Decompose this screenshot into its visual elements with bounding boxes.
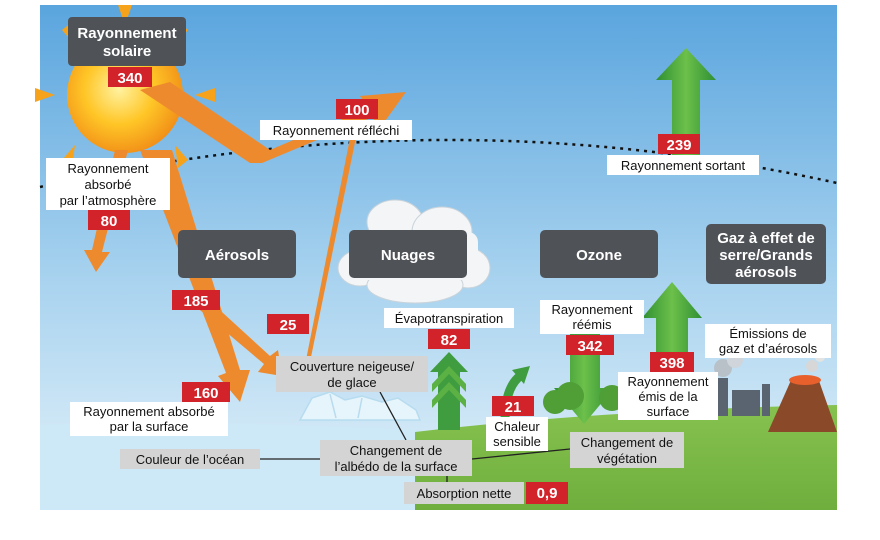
reflected-label: Rayonnement réfléchi [273,123,400,138]
value-25: 25 [280,317,297,334]
reflected-label-box [260,120,412,140]
net-absorption-label: Absorption nette [417,486,512,501]
top-of-atmosphere-line [39,138,838,189]
ocean-colour-label: Couleur de l’océan [136,452,244,467]
evapotranspiration-value: 82 [441,332,458,349]
surface-emitted-line3: surface [647,404,690,419]
surface-reflected-arrow [296,100,368,362]
outgoing-value: 239 [666,137,691,154]
snow-line1: Couverture neigeuse/ [290,359,415,374]
ghg-box [706,224,826,284]
vegetation-line1: Changement de [581,435,674,450]
ghg-label-line3: aérosols [735,264,797,281]
evapotranspiration-value-box [428,329,470,349]
atmosphere-value: 80 [101,213,118,230]
ghg-label-line2: serre/Grands [719,247,812,264]
value-160-box [182,382,230,402]
ghg-label-line1: Gaz à effet de [717,230,815,247]
value-185-box [172,290,220,310]
solar-value: 340 [117,70,142,87]
surface-absorbed-line2: par la surface [110,419,189,434]
sensible-heat-label-box [486,417,548,451]
value-160: 160 [193,385,218,402]
albedo-box [320,440,472,476]
solar-title-line1: Rayonnement [77,25,176,42]
ice-icon [298,391,422,421]
reflected-value-box [336,99,378,119]
reemitted-value-box [566,335,614,355]
snow-line2: de glace [327,375,376,390]
value-25-box [267,314,309,334]
emissions-line2: gaz et d’aérosols [719,341,818,356]
sensible-heat-value-box [492,396,534,416]
outgoing-value-box [658,134,700,154]
sensible-heat-line2: sensible [493,434,541,449]
evapotranspiration-label-box [384,308,514,328]
reemitted-line1: Rayonnement [552,302,633,317]
aerosols-box [178,230,296,278]
outgoing-label-box [607,155,759,175]
albedo-line2: l’albédo de la surface [335,459,458,474]
value-185: 185 [183,293,208,310]
solar-title-line2: solaire [103,43,151,60]
clouds-label: Nuages [381,247,435,264]
reflected-value: 100 [344,102,369,119]
leader-lines [260,391,571,482]
surface-emitted-value-box [650,352,694,372]
albedo-line1: Changement de [350,443,443,458]
net-absorption-label-box [404,482,524,504]
vegetation-line2: végétation [597,451,657,466]
evapotranspiration-arrow [430,352,468,430]
reemitted-line2: réémis [572,317,612,332]
reemitted-label-box [540,300,644,334]
outgoing-label: Rayonnement sortant [621,158,746,173]
snow-incoming-arrow [188,292,282,376]
vegetation-box [570,432,684,468]
surface-emitted-line1: Rayonnement [628,374,709,389]
solar-value-box [108,67,152,87]
emissions-line1: Émissions de [729,326,806,341]
solar-title-box [68,17,186,66]
emissions-label-box [705,324,831,358]
atmosphere-label-box [46,158,170,210]
aerosols-label: Aérosols [205,247,269,264]
net-absorption-value-box [526,482,568,504]
atmosphere-label-line2: absorbé [85,177,132,192]
ocean-colour-box [120,449,260,469]
sensible-heat-line1: Chaleur [494,419,540,434]
atmosphere-value-box [88,210,130,230]
outgoing-arrow [656,48,716,158]
surface-emitted-label-box [618,372,718,420]
atmosphere-label-line3: par l’atmosphère [60,193,157,208]
ozone-label: Ozone [576,247,622,264]
surface-emitted-line2: émis de la [638,389,698,404]
clouds-box [349,230,467,278]
surface-emitted-value: 398 [659,355,684,372]
net-absorption-value: 0,9 [537,485,558,502]
surface-absorbed-box [70,402,228,436]
snow-box [276,356,428,392]
ozone-box [540,230,658,278]
reemitted-value: 342 [577,338,602,355]
atmosphere-label-line1: Rayonnement [68,161,149,176]
evapotranspiration-label: Évapotranspiration [395,311,503,326]
sensible-heat-value: 21 [505,399,522,416]
surface-absorbed-line1: Rayonnement absorbé [83,404,215,419]
